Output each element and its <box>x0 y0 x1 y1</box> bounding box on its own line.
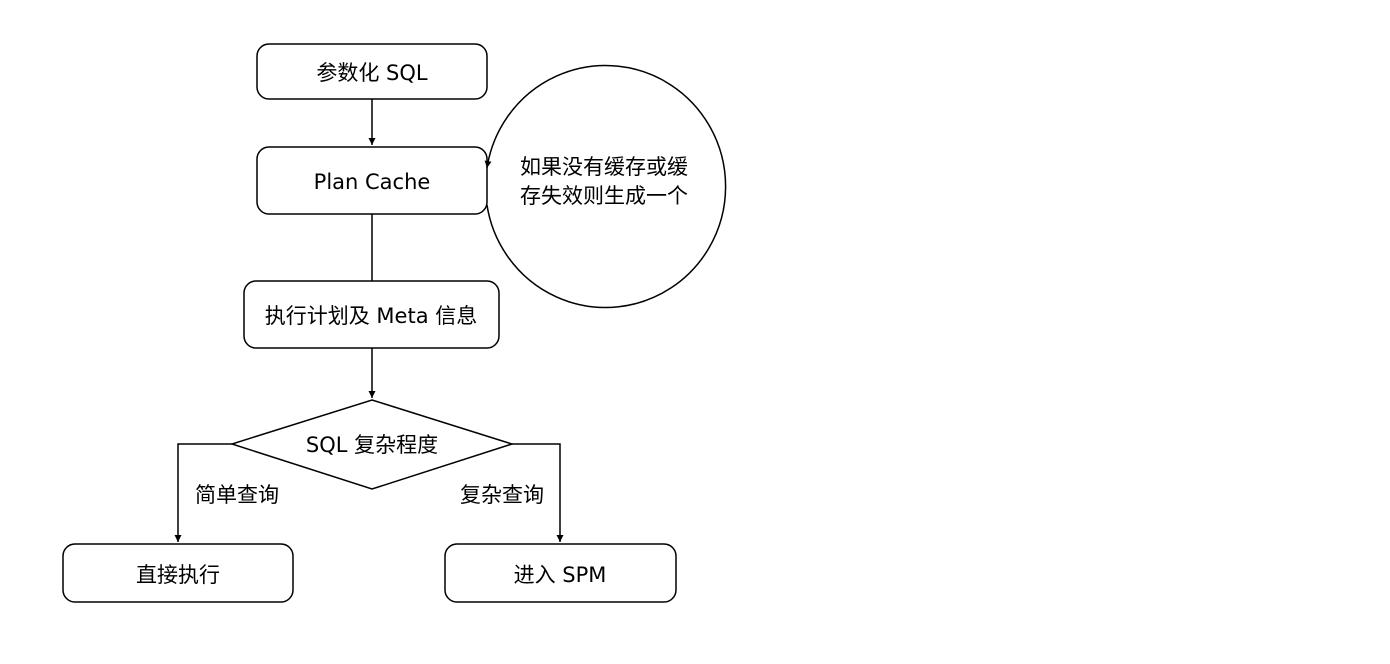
loop-note-line1: 如果没有缓存或缓 <box>520 155 688 179</box>
node-enter-spm: 进入 SPM <box>444 543 677 603</box>
edge-label-simple: 简单查询 <box>195 483 279 507</box>
loop-generate-plan: 如果没有缓存或缓 存失效则生成一个 <box>484 64 727 309</box>
node-enter-spm-label: 进入 SPM <box>514 563 607 587</box>
node-exec-plan-meta-label: 执行计划及 Meta 信息 <box>265 304 478 328</box>
edge-label-complex: 复杂查询 <box>460 483 544 507</box>
decision-sql-complexity-label: SQL 复杂程度 <box>306 433 438 457</box>
node-exec-plan-meta: 执行计划及 Meta 信息 <box>243 280 500 349</box>
node-direct-exec-label: 直接执行 <box>136 563 220 587</box>
node-direct-exec: 直接执行 <box>62 543 294 603</box>
node-plan-cache-label: Plan Cache <box>314 170 431 194</box>
edge-decision-to-direct <box>174 443 232 542</box>
node-parameterize-sql: 参数化 SQL <box>256 43 488 100</box>
decision-sql-complexity: SQL 复杂程度 <box>229 399 515 490</box>
edge-decision-to-spm <box>512 443 564 542</box>
node-plan-cache: Plan Cache <box>256 146 488 215</box>
loop-circle <box>484 64 727 309</box>
node-parameterize-sql-label: 参数化 SQL <box>316 61 428 85</box>
loop-note-line2: 存失效则生成一个 <box>520 184 688 208</box>
